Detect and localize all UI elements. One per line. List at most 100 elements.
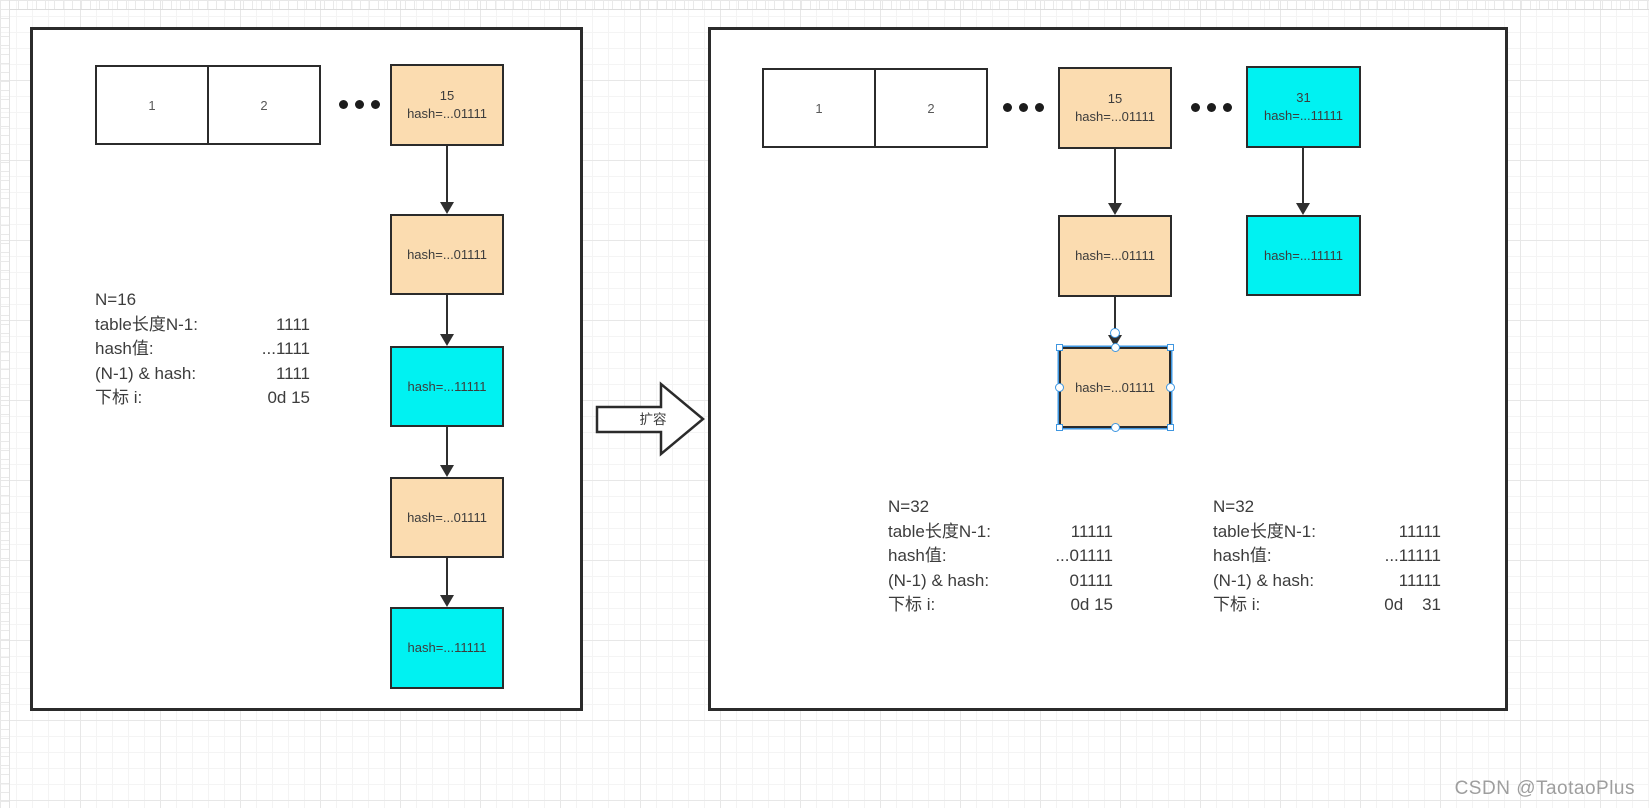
info-title: N=16 — [95, 290, 137, 309]
info-row: 下标 i: 0d 31 — [1213, 593, 1441, 618]
info-value: 11111 — [1070, 521, 1113, 541]
resize-handle-sw[interactable] — [1056, 424, 1063, 431]
node-hash: hash=...11111 — [407, 378, 487, 394]
resize-handle-ne[interactable] — [1167, 344, 1174, 351]
arrow-down[interactable] — [1296, 148, 1310, 215]
bucket-index: 31 — [1296, 90, 1311, 105]
info-value: ...1111 — [261, 339, 310, 358]
info-value: 11111 — [1398, 570, 1441, 590]
info-label: table长度N-1: — [95, 314, 198, 334]
bucket-node-15[interactable]: 15 hash=...01111 — [1058, 67, 1172, 149]
bucket-hash: hash=...11111 — [1264, 108, 1343, 123]
info-row: (N-1) & hash: 01111 — [888, 569, 1113, 594]
connect-handle-n[interactable] — [1110, 343, 1120, 352]
dot-icon — [1035, 103, 1044, 112]
chain-node[interactable]: hash=...11111 — [390, 607, 504, 689]
array-cells-left: 1 2 — [95, 65, 321, 145]
bucket-node-15[interactable]: 15 hash=...01111 — [390, 64, 504, 146]
info-label: hash值: — [95, 339, 154, 358]
node-hash: hash=...01111 — [1075, 379, 1155, 395]
resize-handle-nw[interactable] — [1056, 344, 1063, 351]
canvas-edge-left — [0, 0, 10, 808]
info-row: 下标 i: 0d 15 — [888, 593, 1113, 618]
info-label: (N-1) & hash: — [1213, 570, 1315, 590]
array-cell-2[interactable]: 2 — [874, 68, 988, 148]
arrow-down[interactable] — [440, 427, 454, 477]
node-hash: hash=...01111 — [1075, 248, 1155, 263]
expand-arrow-shape — [595, 381, 705, 457]
array-cell-2[interactable]: 2 — [207, 65, 321, 145]
chain-node[interactable]: hash=...01111 — [390, 214, 504, 295]
arrow-head-icon — [440, 465, 454, 477]
hash-calc-text-n32-i31[interactable]: N=32 table长度N-1: 11111 hash值: ...11111 (… — [1213, 495, 1441, 618]
chain-node-selected[interactable]: hash=...01111 — [1055, 343, 1175, 432]
arrow-down-selected-edge[interactable] — [1108, 297, 1122, 347]
arrow-head-icon — [440, 595, 454, 607]
arrow-down[interactable] — [440, 558, 454, 607]
arrow-head-icon — [1296, 203, 1310, 215]
arrow-head-icon — [1108, 203, 1122, 215]
ellipsis-icon — [1191, 103, 1232, 112]
info-label: hash值: — [888, 546, 947, 565]
bucket-index: 15 — [1107, 91, 1123, 106]
info-row: hash值: ...11111 — [1213, 544, 1441, 569]
info-label: (N-1) & hash: — [888, 570, 990, 590]
info-value: 1111 — [275, 314, 310, 334]
info-label: table长度N-1: — [888, 521, 991, 541]
ellipsis-icon — [339, 100, 380, 109]
info-label: (N-1) & hash: — [95, 363, 197, 383]
chain-node[interactable]: hash=...11111 — [390, 346, 504, 427]
info-label: table长度N-1: — [1213, 521, 1316, 541]
canvas-edge-top — [0, 0, 1649, 10]
chain-node[interactable]: hash=...01111 — [390, 477, 504, 558]
info-label: 下标 i: — [888, 595, 936, 614]
info-value: 11111 — [1398, 521, 1441, 541]
array-cell-1[interactable]: 1 — [95, 65, 209, 145]
arrow-line — [446, 427, 448, 467]
bucket-node-31[interactable]: 31 hash=...11111 — [1246, 66, 1361, 148]
info-label: 下标 i: — [1213, 595, 1261, 614]
frame-after-resize[interactable]: 1 2 15 hash=...01111 31 hash=...11111 — [708, 27, 1508, 711]
arrow-down[interactable] — [440, 146, 454, 214]
info-row: hash值: ...01111 — [888, 544, 1113, 569]
dot-icon — [339, 100, 348, 109]
info-value: ...11111 — [1384, 546, 1441, 565]
dot-icon — [1019, 103, 1028, 112]
dot-icon — [1003, 103, 1012, 112]
info-row: (N-1) & hash: 11111 — [1213, 569, 1441, 594]
array-cell-1[interactable]: 1 — [762, 68, 876, 148]
dot-icon — [1207, 103, 1216, 112]
arrow-head-icon — [440, 334, 454, 346]
connect-handle-w[interactable] — [1055, 383, 1064, 392]
dot-icon — [1191, 103, 1200, 112]
expand-arrow-label: 扩容 — [640, 411, 667, 427]
expand-arrow[interactable]: 扩容 — [595, 378, 707, 460]
info-value: 0d 31 — [1384, 595, 1441, 614]
info-value: 01111 — [1069, 570, 1114, 590]
info-title: N=32 — [888, 497, 930, 516]
arrow-head-icon — [440, 202, 454, 214]
ellipsis-icon — [1003, 103, 1044, 112]
chain-node[interactable]: hash=...11111 — [1246, 215, 1361, 296]
resize-handle-se[interactable] — [1167, 424, 1174, 431]
arrow-line — [446, 295, 448, 336]
hash-calc-text-n32-i15[interactable]: N=32 table长度N-1: 11111 hash值: ...01111 (… — [888, 495, 1113, 618]
arrow-down[interactable] — [1108, 149, 1122, 215]
edge-endpoint-handle[interactable] — [1110, 328, 1120, 338]
chain-node[interactable]: hash=...01111 — [1058, 215, 1172, 297]
dot-icon — [1223, 103, 1232, 112]
arrow-line — [1114, 149, 1116, 205]
info-row: (N-1) & hash: 1111 — [95, 362, 310, 387]
arrow-line — [1302, 148, 1304, 205]
info-row: hash值: ...1111 — [95, 337, 310, 362]
hash-calc-text-n16[interactable]: N=16 table长度N-1: 1111 hash值: ...1111 (N-… — [95, 288, 310, 411]
bucket-index: 15 — [439, 88, 455, 103]
node-hash: hash=...11111 — [1264, 247, 1343, 263]
connect-handle-s[interactable] — [1110, 423, 1120, 432]
frame-before-resize[interactable]: 1 2 15 hash=...01111 hash=...01111 hash=… — [30, 27, 583, 711]
array-cells-right: 1 2 — [762, 68, 988, 148]
connect-handle-e[interactable] — [1166, 383, 1175, 392]
info-label: 下标 i: — [95, 388, 143, 407]
arrow-down[interactable] — [440, 295, 454, 346]
